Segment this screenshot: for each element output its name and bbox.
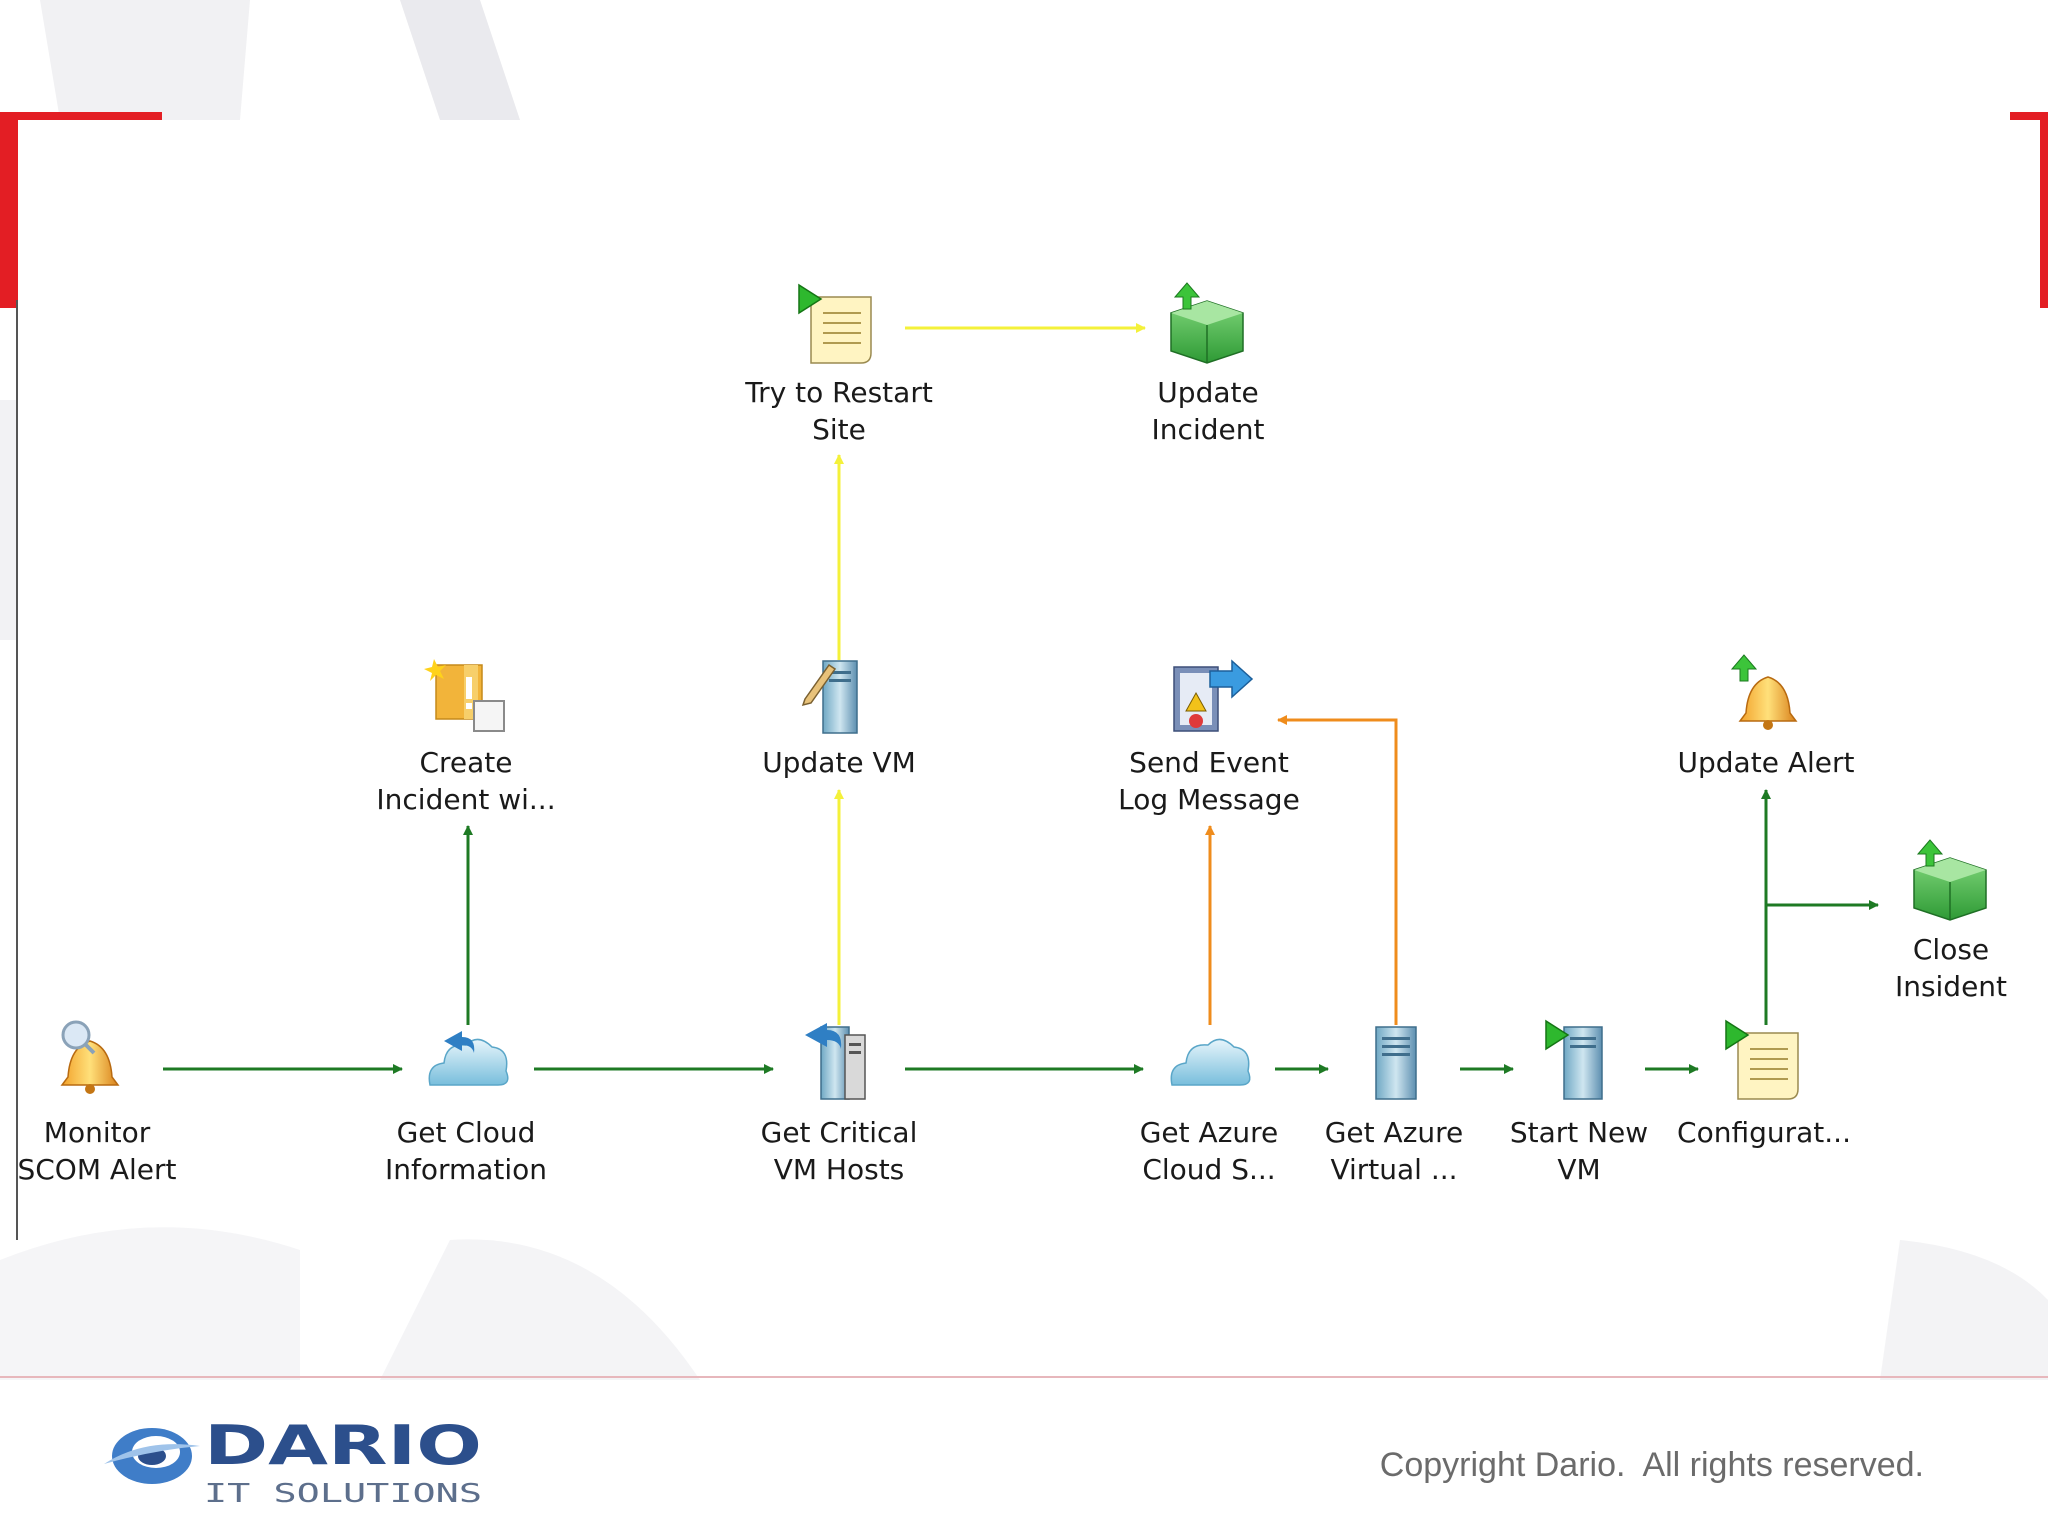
- node-label-config: Configurat...: [1644, 1114, 1884, 1151]
- node-icon-create[interactable]: [424, 659, 505, 732]
- link-azvirt-event: [1277, 715, 1398, 1025]
- node-label-line: Update Alert: [1677, 746, 1855, 779]
- swirl-icon: [104, 1428, 200, 1484]
- node-label-critical: Get Critical VM Hosts: [719, 1114, 959, 1188]
- node-label-line: Site: [812, 413, 866, 446]
- alarm-bell-magnifier-icon: [60, 1020, 120, 1094]
- node-icon-getcloud[interactable]: [428, 1031, 509, 1086]
- dario-logo: DARIO IT SOLUTIONS: [104, 1414, 482, 1509]
- script-run-icon: [1725, 1019, 1799, 1100]
- connectors: [163, 323, 1879, 1074]
- node-label-line: Information: [384, 1153, 548, 1186]
- alarm-bell-arrow-icon: [1730, 654, 1798, 730]
- node-label-line: Incident wi...: [376, 783, 556, 816]
- node-icon-upalert[interactable]: [1730, 654, 1798, 730]
- incident-create-icon: [424, 659, 505, 732]
- node-label-line: Monitor: [43, 1116, 151, 1149]
- node-label-line: VM: [1557, 1153, 1601, 1186]
- node-label-upinc1: Update Incident: [1088, 374, 1328, 448]
- logo-tagline: IT SOLUTIONS: [204, 1479, 482, 1509]
- node-icon-closeinc[interactable]: [1913, 839, 1987, 921]
- node-icon-restart[interactable]: [798, 283, 872, 364]
- node-label-azvirt: Get Azure Virtual ...: [1274, 1114, 1514, 1188]
- cloud-icon: [1170, 1038, 1251, 1086]
- copyright-notice: Copyright Dario. All rights reserved.: [1379, 1446, 1924, 1484]
- node-label-line: Cloud S...: [1142, 1153, 1276, 1186]
- node-label-line: Get Critical: [760, 1116, 918, 1149]
- node-icon-upinc1[interactable]: [1170, 282, 1244, 364]
- node-icon-startvm[interactable]: [1545, 1019, 1603, 1100]
- node-label-line: Get Cloud: [396, 1116, 536, 1149]
- node-icon-azvirt[interactable]: [1375, 1026, 1417, 1100]
- node-label-startvm: Start New VM: [1459, 1114, 1699, 1188]
- node-label-line: Update: [1157, 376, 1259, 409]
- server-run-icon: [1545, 1019, 1603, 1100]
- node-label-line: Virtual ...: [1330, 1153, 1458, 1186]
- node-label-line: Incident: [1151, 413, 1265, 446]
- node-label-line: SCOM Alert: [17, 1153, 177, 1186]
- node-label-restart: Try to Restart Site: [719, 374, 959, 448]
- green-box-arrow-icon: [1913, 839, 1987, 921]
- node-label-line: Try to Restart: [745, 376, 933, 409]
- node-icon-event[interactable]: [1173, 659, 1254, 732]
- node-label-create: Create Incident wi...: [346, 744, 586, 818]
- node-label-event: Send Event Log Message: [1089, 744, 1329, 818]
- node-label-line: Insident: [1894, 970, 2008, 1003]
- server-pencil-icon: [801, 660, 858, 734]
- node-icon-critical[interactable]: [805, 1023, 866, 1100]
- node-label-monitor: Monitor SCOM Alert: [0, 1114, 217, 1188]
- node-label-closeinc: Close Insident: [1831, 931, 2048, 1005]
- green-box-arrow-icon: [1170, 282, 1244, 364]
- node-label-line: Close: [1912, 933, 1990, 966]
- node-label-line: Get Azure: [1139, 1116, 1279, 1149]
- node-icon-config[interactable]: [1725, 1019, 1799, 1100]
- node-label-line: Log Message: [1118, 783, 1300, 816]
- node-label-line: Create: [419, 746, 513, 779]
- red-frame: [0, 112, 2048, 1240]
- node-label-upalert: Update Alert: [1646, 744, 1886, 781]
- event-log-icon: [1173, 659, 1254, 732]
- node-icon-monitor[interactable]: [60, 1020, 120, 1094]
- server-arrow-icon: [805, 1023, 866, 1100]
- node-label-getcloud: Get Cloud Information: [346, 1114, 586, 1188]
- node-label-line: Send Event: [1129, 746, 1289, 779]
- server-icon: [1375, 1026, 1417, 1100]
- node-label-line: Start New: [1509, 1116, 1649, 1149]
- script-run-icon: [798, 283, 872, 364]
- node-label-line: Configurat...: [1677, 1116, 1851, 1149]
- footer-divider: [0, 1376, 2048, 1378]
- node-label-line: Update VM: [762, 746, 916, 779]
- node-label-updatevm: Update VM: [719, 744, 959, 781]
- node-label-line: Get Azure: [1324, 1116, 1464, 1149]
- node-label-line: VM Hosts: [773, 1153, 905, 1186]
- node-icon-updatevm[interactable]: [801, 660, 858, 734]
- node-label-azcloud: Get Azure Cloud S...: [1089, 1114, 1329, 1188]
- logo-wordmark: DARIO: [204, 1414, 482, 1477]
- node-icon-azcloud[interactable]: [1170, 1038, 1251, 1086]
- cloud-arrow-icon: [428, 1031, 509, 1086]
